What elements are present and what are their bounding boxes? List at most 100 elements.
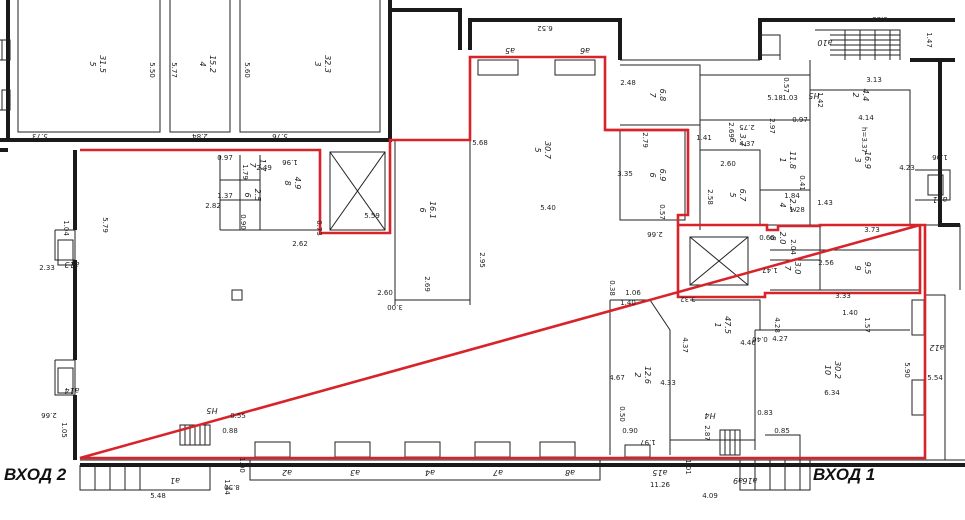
- dimension-label: 5.48: [150, 492, 166, 500]
- dimension-label: 1.79: [241, 164, 249, 180]
- window-label: а8: [565, 468, 575, 477]
- entrance-1-label: ВХОД 1: [813, 465, 876, 484]
- dimension-label: 1.40: [620, 299, 636, 307]
- dimension-label: 2.82: [205, 202, 221, 210]
- dimension-label: 6.34: [824, 389, 840, 397]
- dimension-label: 2.48: [620, 79, 636, 87]
- dimension-label: 5.59: [364, 212, 380, 220]
- dimension-label: 3.00: [387, 303, 403, 311]
- room-area: 30.2: [833, 361, 842, 379]
- window-label: а10: [817, 38, 832, 47]
- room-label: 7: [648, 92, 657, 98]
- room-area: 9.5: [863, 262, 872, 275]
- room-label: 7: [783, 265, 792, 271]
- dimension-label: 5.79: [101, 217, 109, 233]
- upper-rooms-walls: [0, 0, 392, 152]
- dimension-label: 1.44: [223, 479, 231, 495]
- dimension-label: h=3.37: [860, 127, 868, 153]
- dimension-label: 1.01: [684, 459, 692, 475]
- dimension-label: 0.57: [658, 204, 666, 220]
- room-area: 2.5: [253, 189, 262, 202]
- dimension-label: 4.28: [773, 317, 781, 333]
- dimension-label: 1.41: [696, 134, 712, 142]
- dimension-label: 1.06: [625, 289, 641, 297]
- dimension-label: 1.42: [816, 92, 824, 108]
- top-dimension-label: 2.84: [192, 132, 208, 140]
- dimension-label: 0.60: [759, 234, 775, 242]
- room-area: 30.7: [543, 141, 552, 160]
- elevator-shaft-right: [689, 236, 749, 286]
- room-label: 6: [728, 137, 737, 142]
- room-area: 1.7: [258, 159, 267, 173]
- top-dimension-label: 5.73: [32, 132, 48, 140]
- dimension-label: 4.33: [660, 379, 676, 387]
- dimension-label: 3.73: [864, 226, 880, 234]
- dimension-label: 2.04: [789, 239, 797, 255]
- dimension-label: 4.67: [609, 374, 625, 382]
- dimension-label: 1.28: [789, 206, 805, 214]
- dimension-label: 2.56: [818, 259, 834, 267]
- dimension-label: 1.05: [60, 422, 68, 438]
- dimension-label: 4.37: [739, 140, 755, 148]
- window-label: а9: [733, 476, 743, 485]
- dimension-label: 2.49: [256, 164, 272, 172]
- dimension-label: 1.43: [817, 199, 833, 207]
- dimension-label: 3.35: [617, 170, 633, 178]
- dimension-label: 2.95: [478, 252, 486, 268]
- room-area: 2.3: [788, 199, 797, 212]
- top-dimension-label: 5.76: [272, 132, 288, 140]
- dimension-label: 0.50: [618, 406, 626, 422]
- window-label: а11: [932, 195, 947, 204]
- dimension-label: 0.97: [217, 154, 233, 162]
- dimension-label: 0.57: [782, 77, 790, 93]
- dimension-label: 4.14: [858, 114, 874, 122]
- room-area: 6.7: [738, 189, 747, 203]
- room-area: 16.9: [863, 151, 872, 169]
- room-label: 3: [853, 157, 862, 162]
- dimension-label: 5.54: [927, 374, 943, 382]
- room-label: 6: [243, 192, 252, 197]
- dimension-label: 3.33: [835, 292, 851, 300]
- dimension-label: 0.90: [239, 214, 247, 230]
- room-area: 3.0: [793, 262, 802, 275]
- room-label: 2: [851, 92, 860, 97]
- upper-room-area: 15.2: [208, 55, 217, 73]
- dimension-label: 0.55: [230, 412, 246, 420]
- room-area: 16.1: [428, 201, 437, 219]
- room-area: 47.5: [723, 316, 732, 334]
- dimension-label: 5.90: [903, 362, 911, 378]
- window-label: а5: [505, 46, 515, 55]
- dimension-label: 1.47: [762, 266, 778, 274]
- room-area: 2.0: [778, 232, 787, 245]
- dimension-label: 5.40: [540, 204, 556, 212]
- upper-room-label: 3: [313, 61, 322, 66]
- room-area: 3.7: [738, 134, 747, 148]
- room-area: 6.8: [658, 89, 667, 102]
- top-dimension-label: 6.88: [872, 15, 888, 23]
- room-label: 1: [713, 322, 722, 327]
- dimension-label: 2.87: [703, 425, 711, 441]
- room-label: 7: [248, 162, 257, 168]
- upper-room-area: 31.5: [98, 55, 107, 73]
- window-label: а6: [580, 46, 590, 55]
- dimension-label: 5.18: [767, 94, 783, 102]
- dimension-label: 1.96: [282, 158, 298, 166]
- stair-label: Н4: [704, 411, 715, 420]
- dimension-label: 2.75: [739, 123, 755, 131]
- room-area: 11.8: [788, 151, 797, 169]
- entrance-2-label: ВХОД 2: [4, 465, 67, 484]
- dimension-label: 2.62: [292, 240, 308, 248]
- window-label: а14: [64, 386, 79, 395]
- dimension-label: 0.90: [622, 427, 638, 435]
- top-dimension-label: 6.52: [537, 24, 553, 32]
- upper-dimension-label: 5.60: [243, 62, 251, 78]
- dimension-label: 2.60: [720, 160, 736, 168]
- room-label: 10: [823, 365, 832, 375]
- dimension-label: 2.69: [423, 276, 431, 292]
- dimension-label: 2.79: [641, 132, 649, 148]
- room-area: 4.9: [293, 177, 302, 190]
- room-area: 6.9: [658, 169, 667, 182]
- dimension-label: 4.37: [681, 337, 689, 353]
